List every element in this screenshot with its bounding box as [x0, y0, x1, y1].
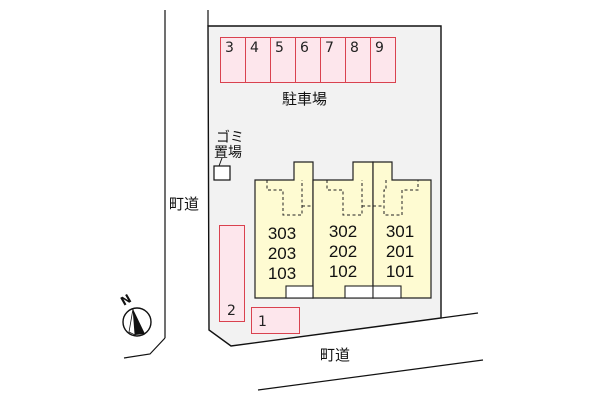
trash-area-label-2: 置場: [214, 145, 242, 161]
south-road-label: 町道: [320, 346, 351, 364]
room-label: 102: [328, 262, 358, 281]
building-302-rooms: 302 202 102: [320, 222, 366, 282]
parking-space-8: 8: [345, 37, 371, 83]
room-label: 303: [267, 224, 297, 243]
parking-space-9: 9: [370, 37, 396, 83]
room-label: 302: [328, 222, 358, 241]
building-301-rooms: 301 201 101: [377, 222, 423, 282]
trash-box: [213, 165, 231, 181]
room-label: 101: [385, 262, 415, 281]
road-corner: [123, 337, 166, 359]
building-303-rooms: 303 203 103: [259, 224, 305, 284]
west-road-label: 町道: [169, 195, 200, 213]
building-group: [254, 161, 432, 299]
parking-area-label: 駐車場: [282, 90, 328, 108]
parking-space-6: 6: [295, 37, 321, 83]
parking-space-4: 4: [245, 37, 271, 83]
parking-space-5: 5: [270, 37, 296, 83]
room-label: 301: [385, 222, 415, 241]
parking-row-top: 3 4 5 6 7 8 9: [220, 37, 400, 83]
room-label: 201: [385, 242, 415, 261]
room-label: 103: [267, 264, 297, 283]
room-label: 203: [267, 244, 297, 263]
trash-area-label-1: ゴミ: [216, 130, 244, 146]
south-road-edge: [257, 359, 484, 391]
parking-space-2: 2: [219, 225, 245, 322]
room-label: 202: [328, 242, 358, 261]
parking-space-3: 3: [220, 37, 246, 83]
parking-space-7: 7: [320, 37, 346, 83]
parking-space-1: 1: [251, 307, 300, 334]
compass-icon: [122, 307, 152, 337]
